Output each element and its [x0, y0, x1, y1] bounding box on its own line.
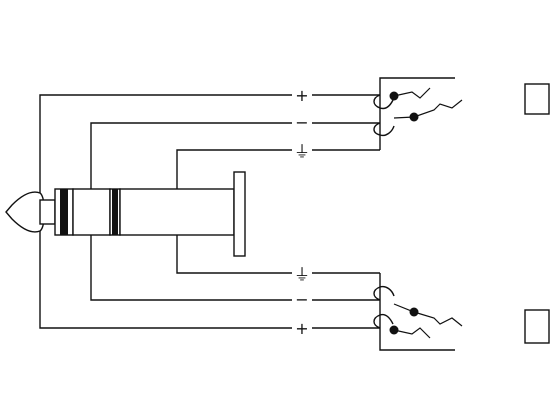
jack-top: [373, 77, 550, 150]
label-negative-top: −: [295, 113, 308, 132]
jack-bottom-frame: [379, 273, 455, 351]
wire-ring-bottom: [90, 235, 380, 301]
plug-ring: [72, 188, 111, 236]
label-bg: [292, 293, 312, 307]
label-negative-bottom: −: [295, 290, 308, 309]
trs-plug: [5, 171, 246, 257]
jack-top-tip-contact: [373, 94, 394, 110]
ground-label-bottom: ⏚: [294, 265, 310, 284]
label-bg: [292, 143, 312, 159]
insulator-band-1: [60, 189, 68, 235]
jack-bottom: [373, 273, 550, 351]
jack-top-tip-spring: [393, 87, 431, 99]
jack-top-ring-contact: [373, 122, 395, 137]
jack-bottom-tip-spring: [393, 327, 431, 339]
ground-label-top: ⏚: [294, 142, 310, 161]
plug-tip: [5, 191, 46, 233]
wire-ring: [90, 122, 380, 189]
insulator-band-2: [112, 189, 118, 235]
jack-top-frame: [379, 77, 455, 150]
plug-sleeve: [119, 188, 235, 236]
wire-sleeve-bottom: [176, 235, 380, 274]
bottom-labels: ⏚ − +: [292, 265, 312, 338]
label-bg: [292, 266, 312, 282]
label-positive-bottom: +: [295, 319, 308, 338]
jack-top-ring-spring: [393, 99, 463, 119]
jack-top-socket: [524, 83, 550, 115]
jack-bottom-tip-contact: [373, 313, 394, 329]
wire-sleeve: [176, 149, 380, 189]
jack-bottom-ring-contact: [373, 285, 395, 301]
plug-neck: [39, 199, 56, 225]
plug-collar: [233, 171, 246, 257]
wire-tip: [39, 94, 380, 193]
label-bg: [292, 321, 312, 335]
label-positive-top: +: [295, 86, 308, 105]
label-bg: [292, 88, 312, 102]
label-bg: [292, 116, 312, 130]
plug-wires: [39, 94, 380, 329]
wire-tip-bottom: [39, 231, 380, 329]
top-labels: + − ⏚: [292, 86, 312, 161]
jack-bottom-socket: [524, 309, 550, 344]
jack-bottom-ring-spring: [393, 303, 463, 327]
